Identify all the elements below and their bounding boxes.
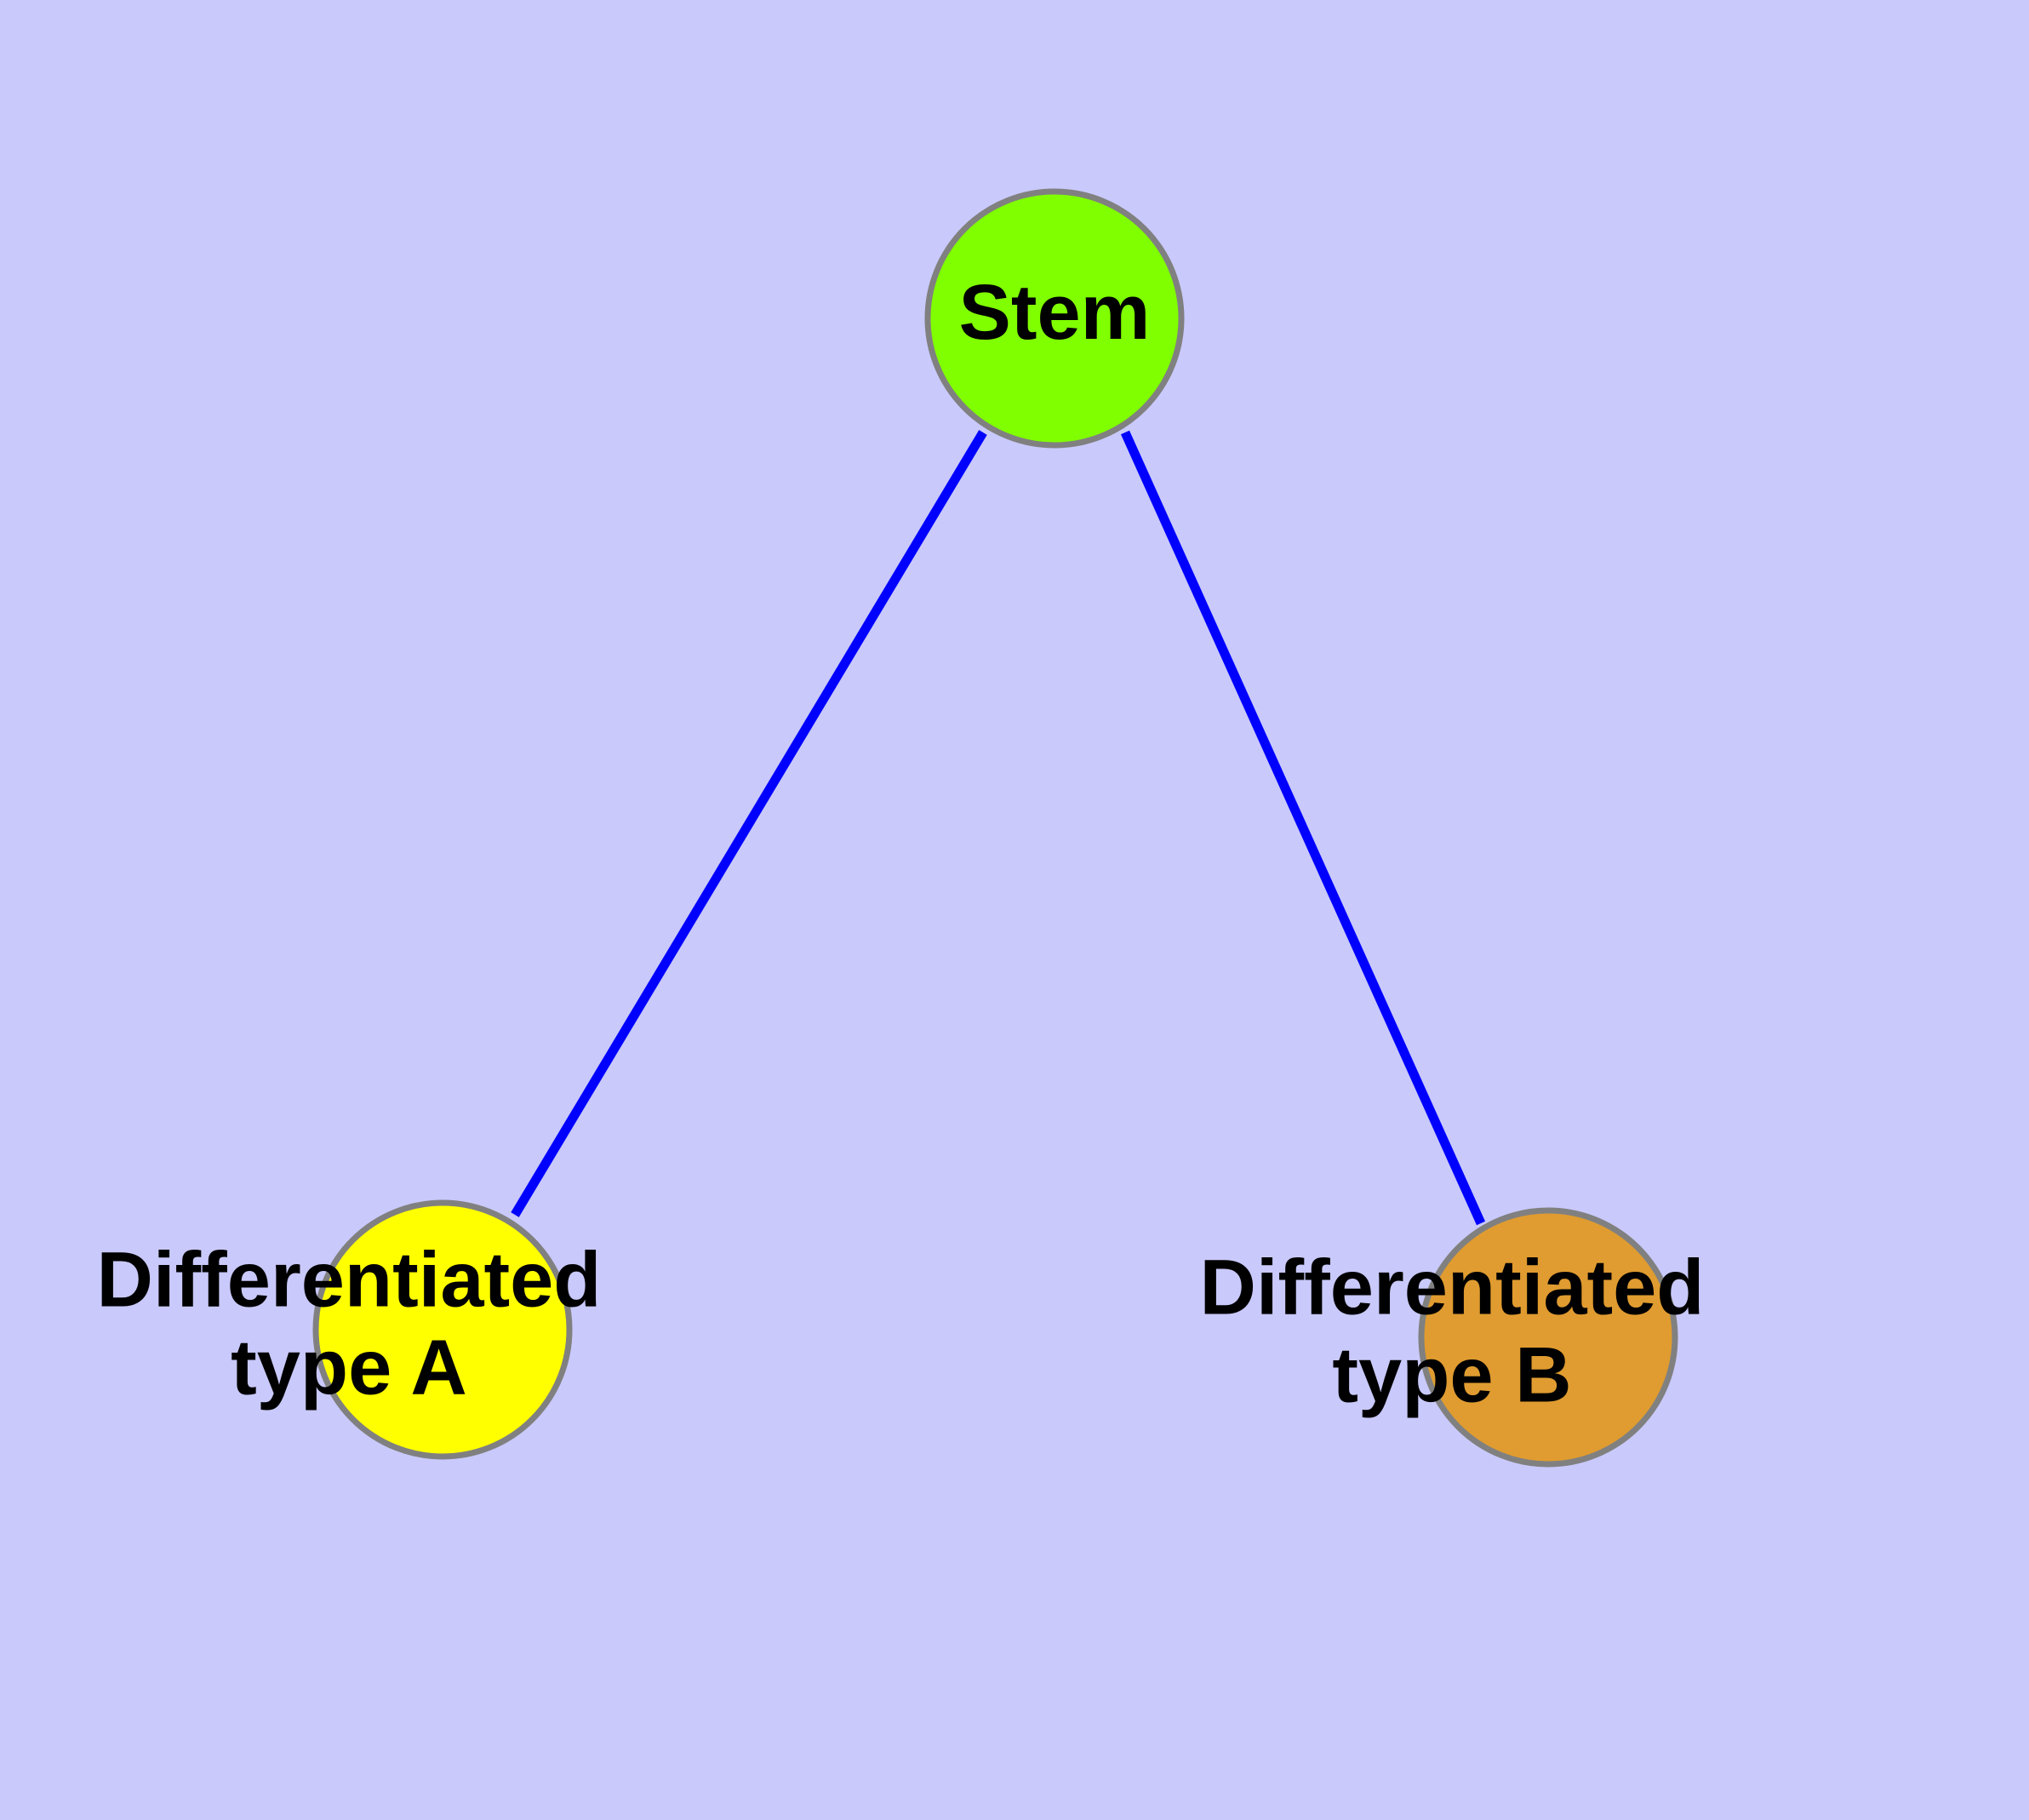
node-stem-circle[interactable] — [924, 188, 1185, 449]
node-differentiated-type-b-circle[interactable] — [1418, 1207, 1678, 1468]
edge-layer — [511, 430, 1486, 1226]
node-differentiated-type-a-circle[interactable] — [312, 1199, 573, 1460]
node-layer — [312, 188, 1678, 1468]
label-line: Differentiated — [97, 1237, 602, 1324]
label-line: Stem — [959, 269, 1151, 356]
edge-stem-to-differentiated-type-b[interactable] — [1120, 430, 1486, 1226]
node-stem-label: Stem — [959, 269, 1151, 356]
label-line: Differentiated — [1200, 1245, 1705, 1331]
edge-stem-to-differentiated-type-a[interactable] — [511, 430, 987, 1217]
label-line: type B — [1332, 1332, 1571, 1419]
label-line: type A — [231, 1325, 467, 1411]
